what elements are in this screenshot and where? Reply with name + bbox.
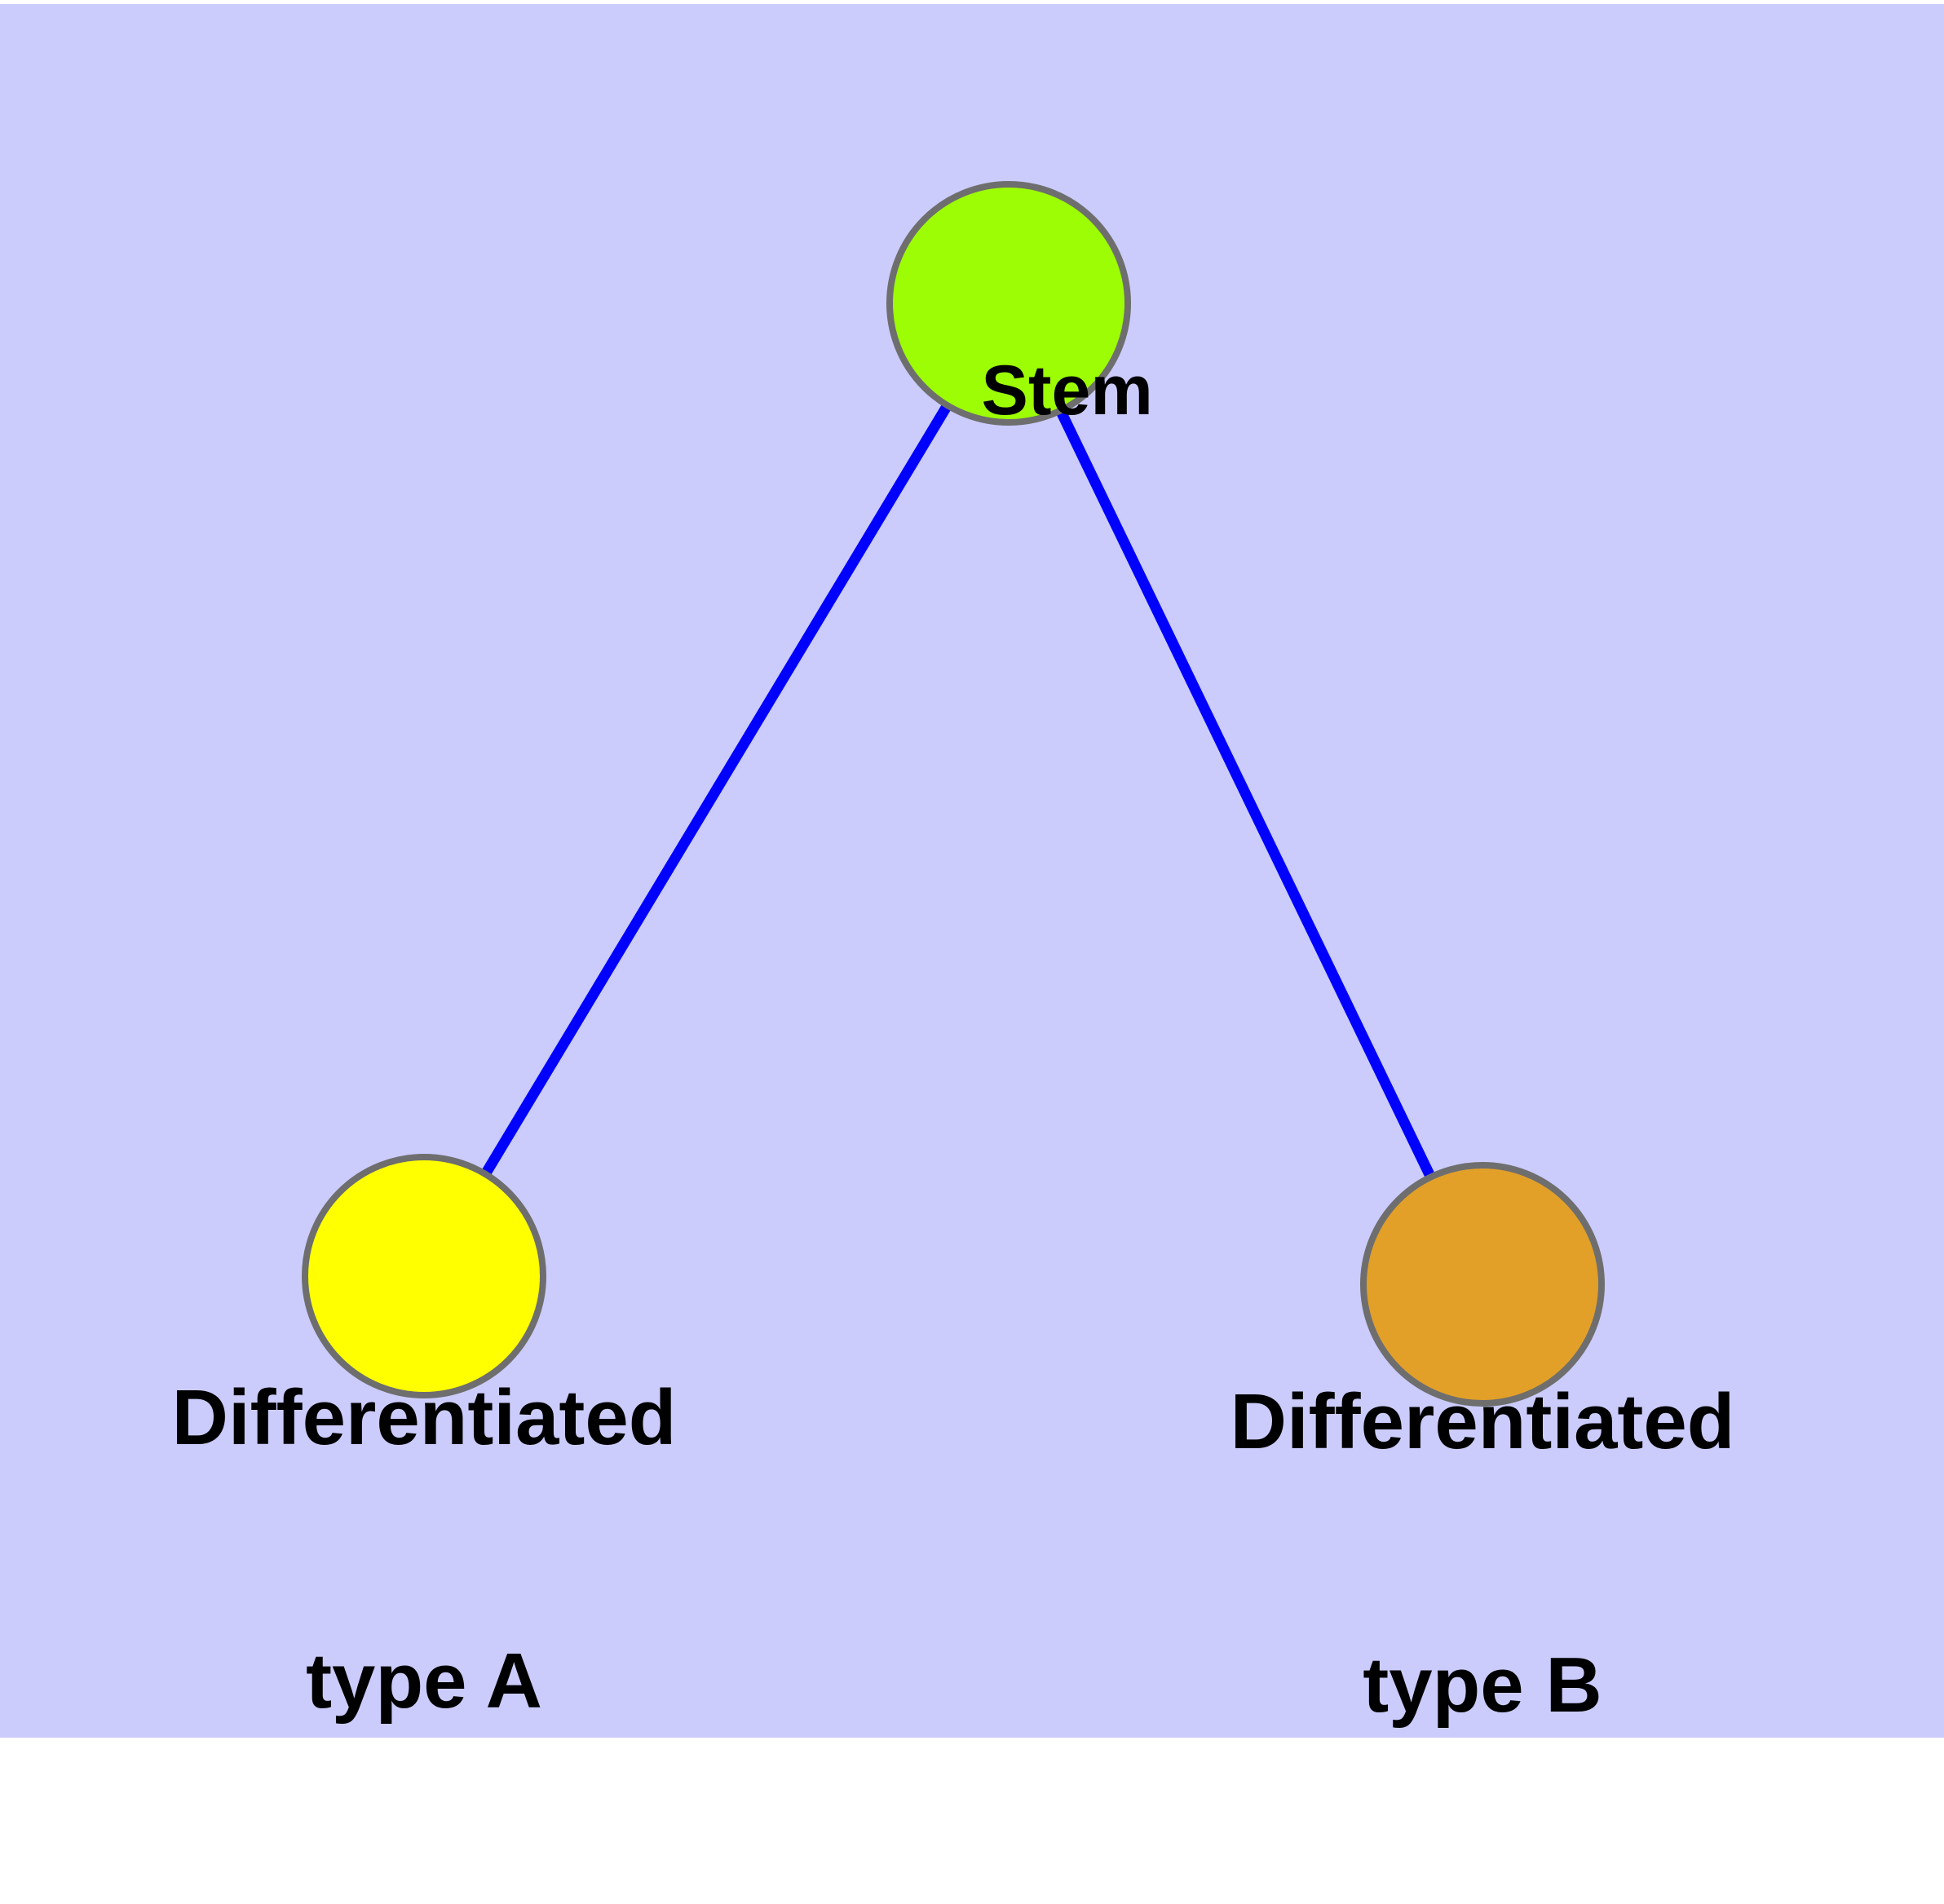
edge-stem-to-differentiated-type-b[interactable]: [1054, 405, 1438, 1182]
diagram-canvas: Stem Differentiated type A Differentiate…: [0, 4, 1944, 1738]
node-differentiated-type-a[interactable]: [302, 1154, 546, 1398]
node-layer: [302, 181, 1605, 1407]
graph-svg: [302, 181, 1605, 1407]
node-stem[interactable]: [886, 181, 1131, 426]
graph-background: Stem Differentiated type A Differentiate…: [0, 4, 1944, 1738]
edge-layer: [479, 400, 1438, 1182]
node-differentiated-type-b[interactable]: [1360, 1162, 1605, 1407]
edge-stem-to-differentiated-type-a[interactable]: [479, 400, 954, 1180]
